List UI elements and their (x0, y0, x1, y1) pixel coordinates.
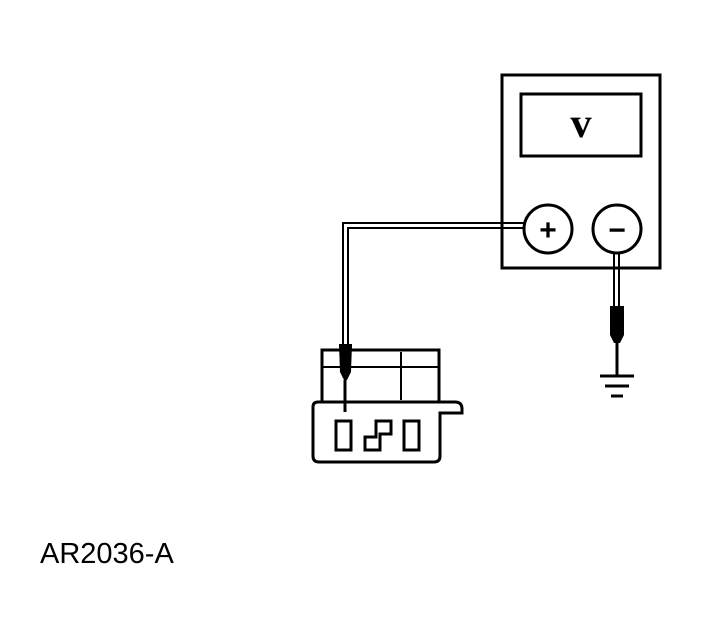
negative-terminal (591, 203, 643, 255)
voltmeter-icon: v + − (500, 73, 662, 270)
meter-display-symbol: v (571, 101, 592, 147)
connector-icon (311, 348, 464, 464)
negative-probe-icon (610, 306, 624, 375)
ground-symbol-icon (600, 374, 634, 398)
terminal-cavity-3 (402, 419, 421, 452)
terminal-cavity-1 (334, 419, 353, 452)
figure-label: AR2036-A (40, 538, 174, 570)
meter-display (519, 92, 643, 158)
negative-lead-wire (613, 253, 620, 308)
positive-terminal-symbol: + (539, 214, 557, 247)
negative-terminal-symbol: − (608, 214, 626, 247)
terminal-cavity-keyed (363, 419, 393, 452)
probe-tip (339, 344, 352, 412)
positive-lead-wire (342, 222, 524, 345)
